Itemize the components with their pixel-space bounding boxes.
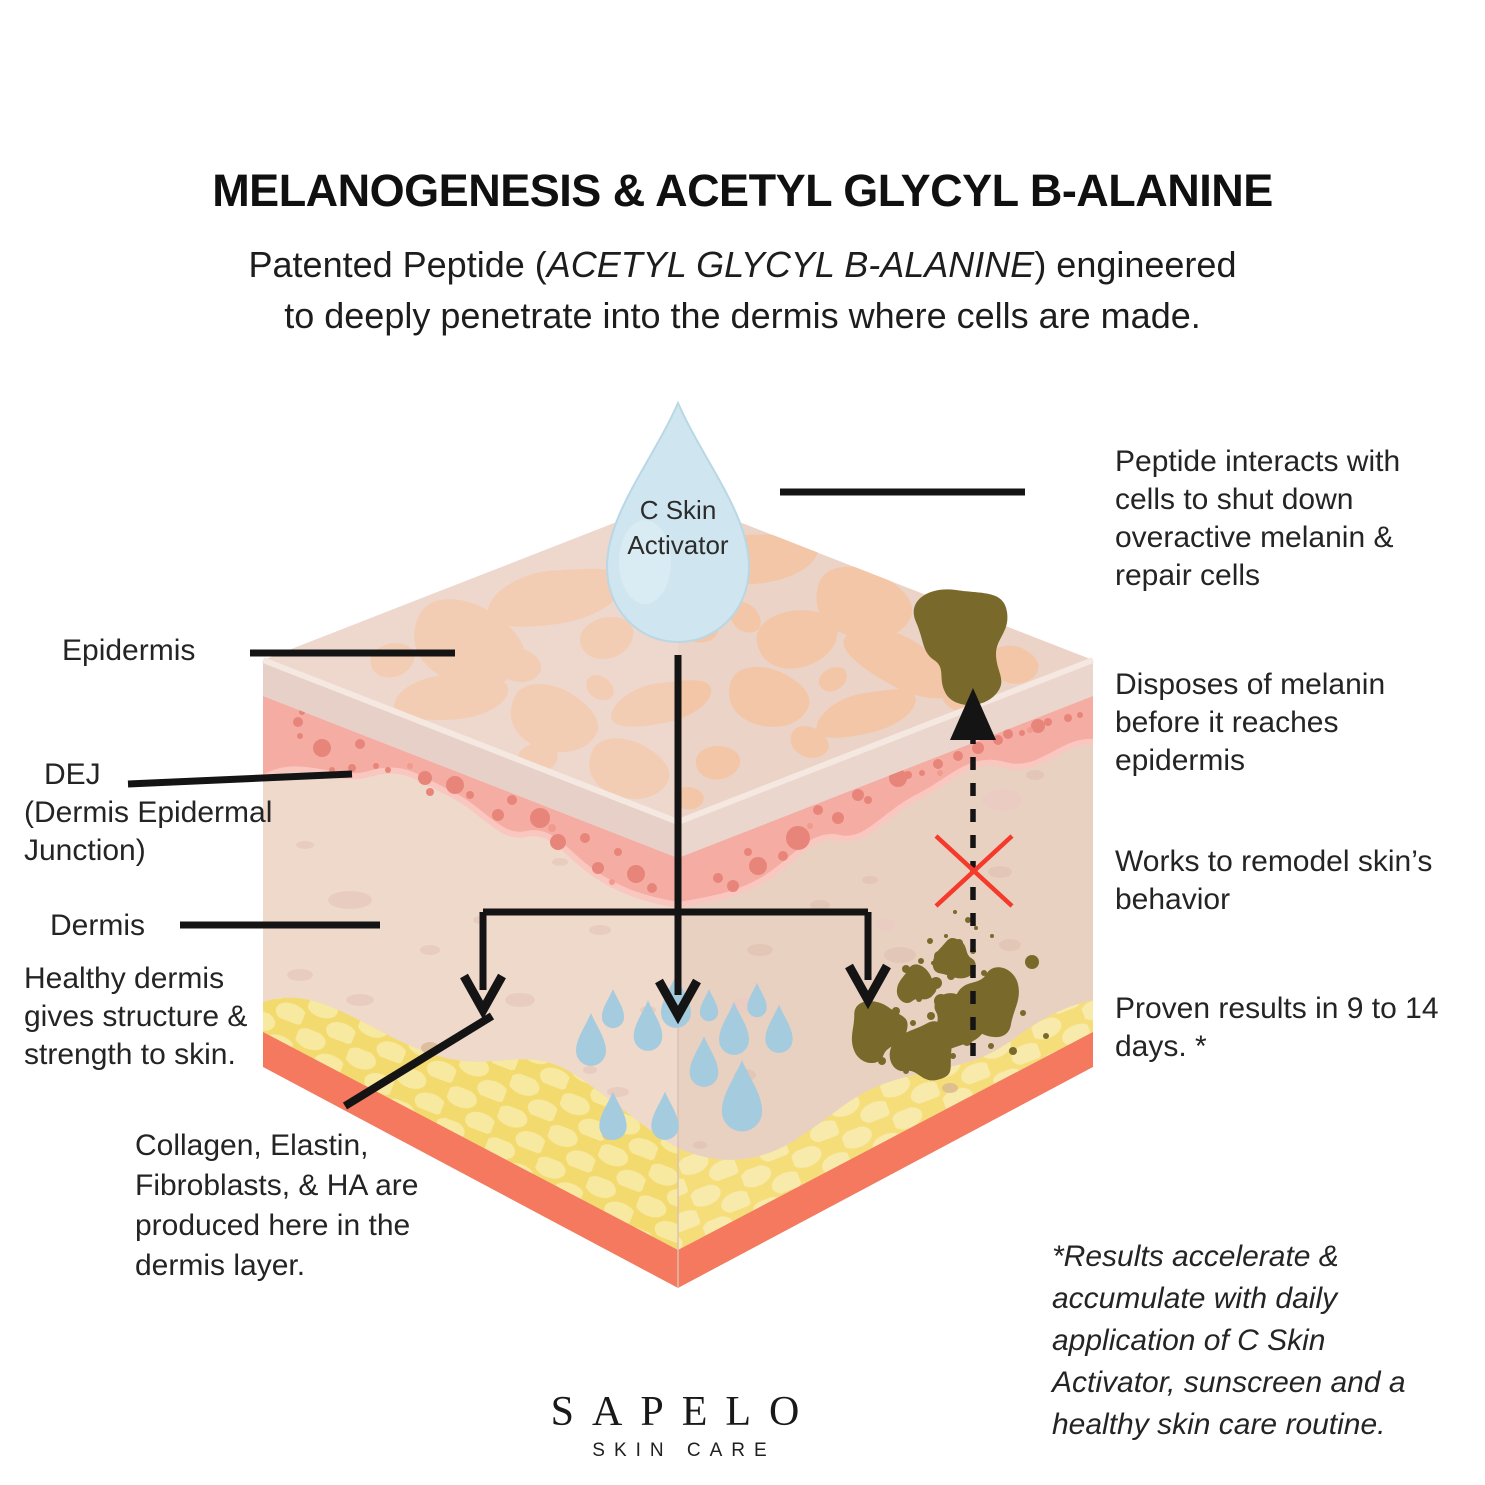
page-subtitle: Patented Peptide (ACETYL GLYCYL B-ALANIN… [0, 239, 1485, 341]
label-collagen: Collagen, Elastin, Fibroblasts, & HA are… [135, 1129, 419, 1282]
droplet-label: C Skin Activator [627, 495, 729, 561]
note-peptide-interacts: Peptide interacts with cells to shut dow… [1115, 445, 1401, 593]
dej-dots-light-left [407, 763, 615, 885]
label-dej: DEJ (Dermis Epidermal Junction) [24, 758, 273, 868]
label-healthy-dermis: Healthy dermis gives structure & strengt… [24, 962, 248, 1072]
results-footnote: *Results accelerate & accumulate with da… [1052, 1240, 1406, 1441]
arrow-down-icon-group [460, 655, 891, 1025]
subtitle-post: ) engineered [1034, 244, 1237, 285]
pointer-lines [127, 488, 1025, 1110]
melanin-blob-icon [913, 589, 1008, 706]
dermis-speckles-left [287, 841, 656, 1097]
subtitle-line1: Patented Peptide (ACETYL GLYCYL B-ALANIN… [0, 239, 1485, 290]
base-band-right [678, 1032, 1093, 1288]
note-remodel-behavior: Works to remodel skin’s behavior [1115, 845, 1433, 917]
droplet-icon [605, 400, 751, 644]
dej-dots-right [713, 712, 1083, 892]
subtitle-peptide-name: ACETYL GLYCYL B-ALANINE [546, 244, 1035, 285]
label-dermis: Dermis [50, 909, 145, 942]
dej-dots-light-right [807, 727, 1033, 829]
brand-logo: SAPELO SKIN CARE [499, 1388, 869, 1462]
label-epidermis: Epidermis [62, 634, 196, 667]
note-proven-results: Proven results in 9 to 14 days. * [1115, 992, 1439, 1064]
red-x-icon [934, 834, 1014, 908]
subtitle-pre: Patented Peptide ( [248, 244, 547, 285]
subtitle-line2: to deeply penetrate into the dermis wher… [284, 295, 1201, 337]
dej-band-left [263, 696, 678, 905]
brand-name: SAPELO [550, 1389, 818, 1435]
dashed-arrow-up-icon [950, 688, 996, 1056]
note-disposes-melanin: Disposes of melanin before it reaches ep… [1115, 668, 1386, 778]
melanin-cluster [846, 910, 1049, 1093]
epidermis-strip-left [263, 660, 678, 858]
epidermis-strip-right [678, 660, 1093, 858]
brand-tagline: SKIN CARE [592, 1440, 776, 1461]
page-title: MELANOGENESIS & ACETYL GLYCYL B-ALANINE [212, 165, 1273, 216]
